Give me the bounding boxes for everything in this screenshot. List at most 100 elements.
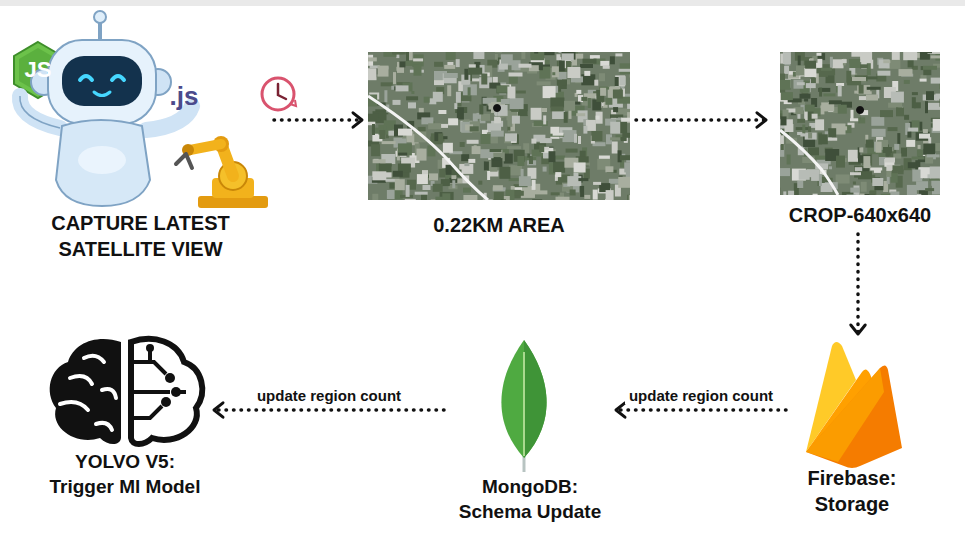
texture-patch (609, 179, 619, 184)
texture-patch (613, 90, 623, 99)
texture-patch (368, 68, 377, 80)
texture-patch (612, 142, 618, 154)
texture-patch (838, 105, 847, 114)
texture-patch (442, 193, 450, 200)
texture-patch (866, 95, 878, 101)
texture-patch (804, 99, 808, 102)
texture-patch (460, 142, 465, 147)
texture-patch (540, 138, 552, 143)
texture-patch (583, 126, 587, 134)
texture-patch (838, 85, 842, 96)
texture-patch (892, 170, 898, 173)
texture-patch (484, 161, 489, 170)
texture-patch (543, 86, 556, 98)
texture-patch (912, 92, 918, 95)
texture-patch (800, 94, 811, 99)
texture-patch (438, 110, 446, 114)
clock-icon (262, 78, 296, 110)
texture-patch (433, 92, 443, 102)
texture-patch (576, 90, 581, 94)
dotted-arrow (851, 234, 865, 334)
texture-patch (461, 154, 469, 161)
texture-patch (550, 134, 564, 137)
texture-patch (781, 92, 793, 100)
texture-patch (494, 157, 501, 160)
mongodb-leaf-icon (501, 340, 546, 472)
texture-patch (446, 52, 456, 60)
texture-patch (906, 140, 915, 147)
texture-patch (521, 52, 525, 59)
texture-patch (551, 106, 564, 111)
texture-patch (470, 126, 479, 131)
texture-patch (885, 158, 895, 163)
node-caption: CROP-640x640 (772, 202, 948, 228)
texture-patch (487, 171, 490, 180)
texture-patch (593, 182, 601, 185)
texture-patch (452, 180, 455, 188)
texture-patch (923, 129, 928, 133)
texture-patch (907, 185, 917, 195)
texture-patch (874, 169, 881, 173)
texture-patch (605, 166, 613, 172)
texture-patch (507, 146, 521, 149)
texture-patch (562, 80, 567, 86)
node-caption: CAPTURE LATEST SATELLITE VIEW (13, 210, 268, 262)
texture-patch (823, 93, 835, 96)
texture-patch (567, 67, 580, 78)
texture-patch (481, 74, 487, 85)
texture-patch (871, 117, 884, 126)
texture-patch (504, 154, 513, 164)
texture-patch (555, 156, 565, 160)
icon-node: CROP-640x640 (772, 52, 948, 228)
texture-patch (908, 128, 918, 132)
dotted-line (856, 234, 860, 334)
texture-patch (393, 72, 396, 84)
texture-patch (619, 69, 630, 72)
texture-patch (922, 52, 932, 53)
texture-patch (371, 144, 380, 156)
texture-patch (780, 80, 791, 90)
texture-patch (512, 116, 520, 124)
texture-patch (515, 191, 524, 196)
texture-patch (859, 147, 863, 152)
texture-patch (866, 140, 874, 148)
texture-patch (584, 195, 590, 199)
texture-patch (473, 52, 484, 59)
texture-patch (880, 110, 893, 117)
texture-patch (527, 154, 530, 158)
texture-patch (896, 107, 904, 116)
icon-node: 0.22KM AREA (368, 52, 630, 238)
texture-patch (624, 162, 630, 172)
texture-patch (448, 118, 458, 125)
texture-patch (600, 88, 606, 96)
texture-patch (805, 133, 817, 140)
texture-patch (396, 85, 409, 91)
texture-patch (406, 96, 418, 100)
texture-patch (563, 130, 577, 142)
texture-patch (605, 98, 612, 105)
texture-patch (925, 188, 934, 191)
texture-patch (876, 142, 882, 153)
texture-patch (596, 116, 600, 120)
icon-node: YOLVO V5: Trigger Ml Model (42, 330, 208, 499)
texture-patch (510, 98, 524, 109)
texture-patch (798, 56, 801, 66)
texture-patch (583, 59, 597, 64)
texture-patch (491, 158, 502, 167)
texture-patch (392, 52, 403, 54)
texture-patch (863, 156, 870, 168)
texture-patch (610, 115, 623, 118)
texture-patch (447, 85, 451, 96)
texture-patch (907, 132, 911, 138)
dotted-line (636, 118, 766, 122)
arrow-head (851, 325, 865, 334)
texture-patch (532, 199, 542, 200)
texture-patch (495, 52, 502, 53)
texture-patch (382, 141, 396, 144)
texture-patch (516, 91, 526, 94)
texture-patch (912, 157, 925, 160)
texture-patch (494, 192, 504, 200)
node-caption: YOLVO V5: Trigger Ml Model (42, 450, 208, 499)
texture-patch (610, 86, 620, 89)
texture-patch (620, 122, 627, 133)
